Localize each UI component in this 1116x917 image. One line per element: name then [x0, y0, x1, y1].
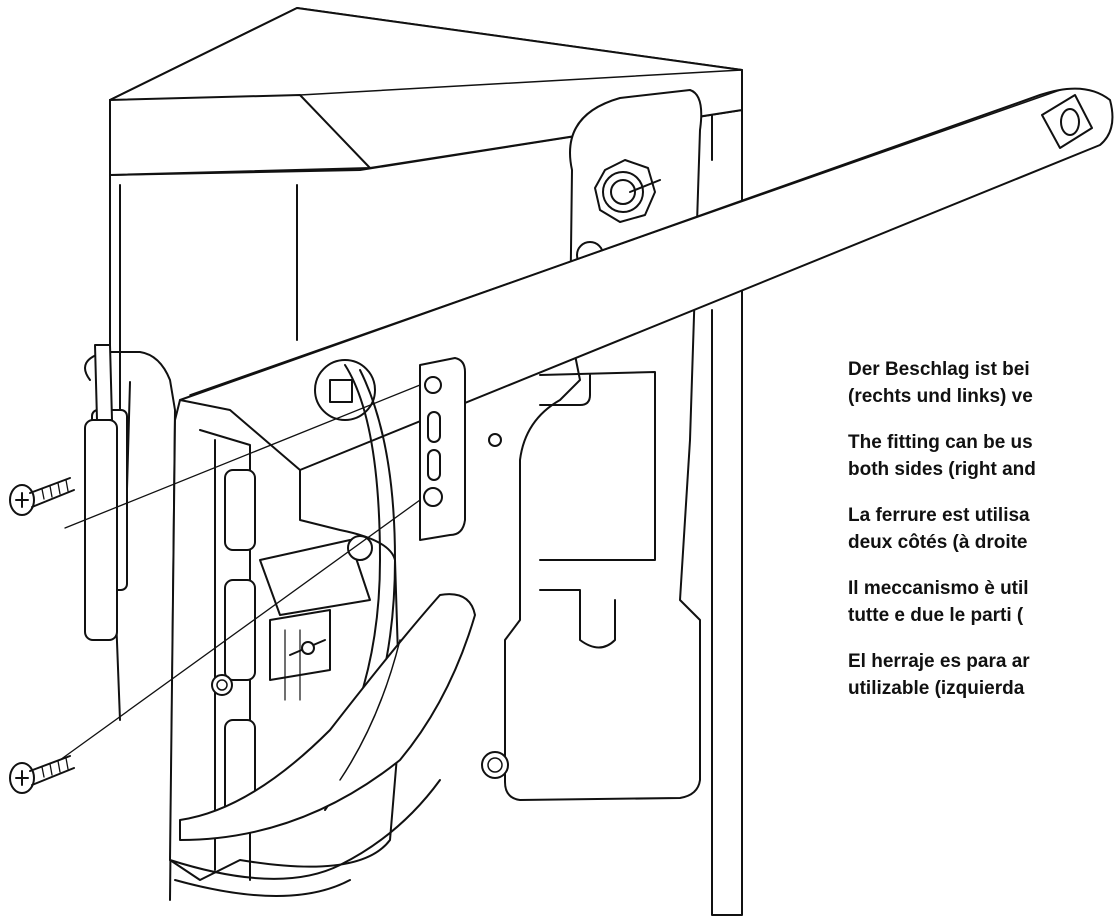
- adjust-rail: [419, 357, 466, 541]
- screw-icon: [9, 755, 75, 794]
- caption-en: The fitting can be us both sides (right …: [848, 429, 1116, 483]
- caption-line: (rechts und links) ve: [848, 386, 1033, 407]
- caption-fr: La ferrure est utilisa deux côtés (à dro…: [848, 502, 1116, 556]
- caption-line: The fitting can be us: [848, 432, 1033, 453]
- caption-es: El herraje es para ar utilizable (izquie…: [848, 648, 1116, 702]
- curved-cover: [169, 364, 476, 897]
- caption-de: Der Beschlag ist bei (rechts und links) …: [848, 356, 1116, 410]
- caption-line: both sides (right and: [848, 459, 1036, 480]
- caption-line: deux côtés (à droite: [848, 532, 1028, 553]
- gas-strut: [84, 344, 118, 641]
- multilingual-captions: Der Beschlag ist bei (rechts und links) …: [848, 356, 1116, 721]
- caption-line: El herraje es para ar: [848, 651, 1030, 672]
- caption-line: tutte e due le parti (: [848, 605, 1024, 626]
- pivot-nut: [594, 159, 661, 223]
- caption-line: utilizable (izquierda: [848, 678, 1025, 699]
- screw-leader-lines: [59, 384, 421, 761]
- caption-it: Il meccanismo è util tutte e due le part…: [848, 575, 1116, 629]
- caption-line: Il meccanismo è util: [848, 578, 1029, 599]
- caption-line: La ferrure est utilisa: [848, 505, 1030, 526]
- screw-icon: [9, 477, 75, 516]
- caption-line: Der Beschlag ist bei: [848, 359, 1030, 380]
